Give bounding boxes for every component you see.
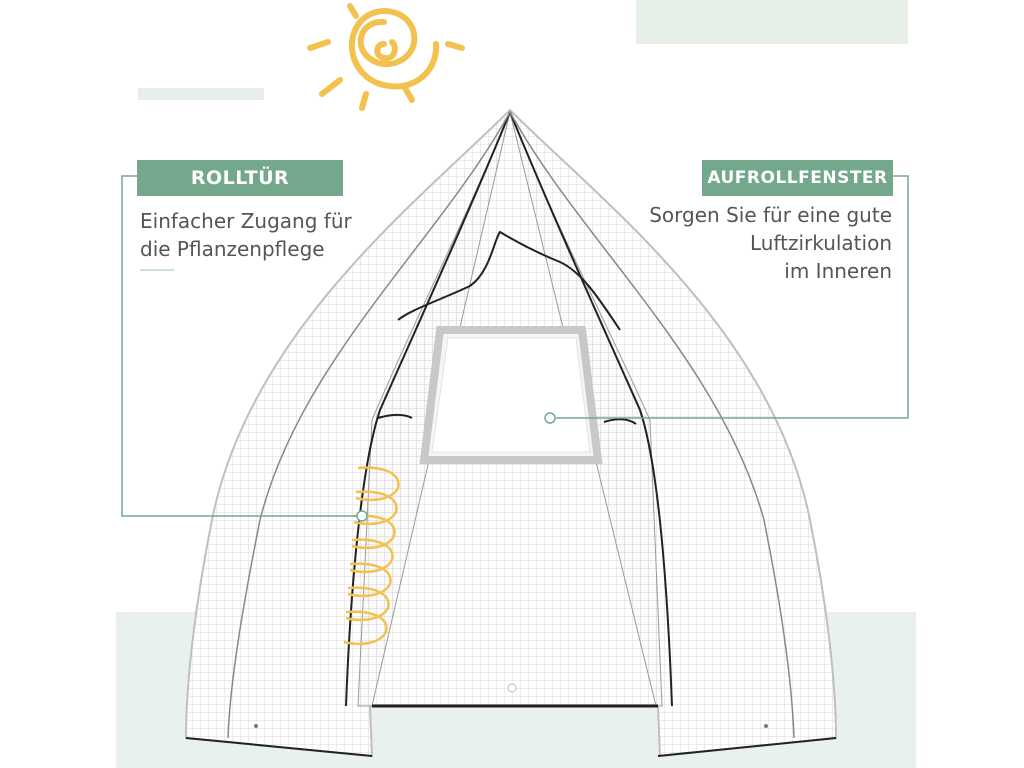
- decor-rectangle-top-right: [636, 0, 908, 44]
- window-description-line: Sorgen Sie für eine gute: [649, 203, 892, 227]
- callout-window: [544, 175, 909, 424]
- window-description-line: im Inneren: [784, 259, 892, 283]
- sun-icon: [307, 3, 465, 111]
- door-label: ROLLTÜR: [137, 160, 343, 196]
- window-description: Sorgen Sie für eine gute Luftzirkulation…: [600, 201, 892, 285]
- door-description: Einfacher Zugang für die Pflanzenpflege: [140, 207, 400, 263]
- door-description-line: die Pflanzenpflege: [140, 237, 325, 261]
- window-description-line: Luftzirkulation: [749, 231, 892, 255]
- callout-door: [121, 175, 368, 522]
- window-label: AUFROLLFENSTER: [702, 160, 893, 196]
- door-description-line: Einfacher Zugang für: [140, 209, 352, 233]
- decor-divider: [140, 269, 174, 271]
- decor-rectangle-top-left: [138, 88, 264, 100]
- door-roll-highlight: [343, 466, 400, 646]
- roll-up-window: [419, 326, 603, 464]
